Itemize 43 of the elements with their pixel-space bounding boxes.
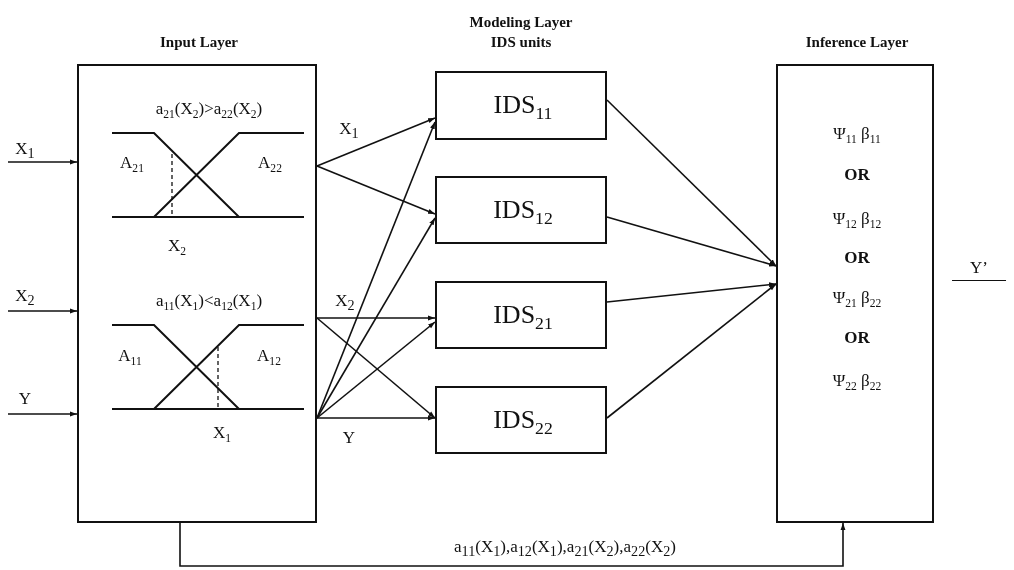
edge-label: a$_{11}$(X$_{1}$),a$_{12}$(X$_{1}$),a$_{21}$(X$_{2}$),a$_{22}$(X$_{2}$) bbox=[453, 537, 677, 559]
arrow bbox=[179, 522, 846, 567]
rule-term: Ψ$_{21}$ β$_{22}$ bbox=[832, 288, 882, 310]
box-label: IDS$_{22}$ bbox=[493, 406, 553, 438]
process-box bbox=[435, 386, 607, 454]
arrow bbox=[316, 315, 436, 321]
box-label: IDS$_{11}$ bbox=[493, 91, 553, 123]
arrow bbox=[606, 216, 777, 267]
arrow bbox=[606, 99, 777, 267]
layer-title: IDS units bbox=[490, 34, 552, 50]
process-box bbox=[435, 176, 607, 244]
layer-title: Modeling Layer bbox=[469, 14, 573, 30]
box-label: IDS$_{12}$ bbox=[493, 196, 553, 228]
layer-title: Inference Layer bbox=[805, 34, 909, 50]
arrow bbox=[7, 308, 78, 314]
rule-term: Ψ$_{11}$ β$_{11}$ bbox=[833, 124, 881, 146]
fuzzy-set-label: A$_{22}$ bbox=[258, 153, 282, 175]
arrow bbox=[7, 411, 78, 417]
arrow bbox=[316, 165, 436, 215]
arrow bbox=[316, 217, 436, 419]
layer-title: Input Layer bbox=[160, 34, 238, 50]
arrow bbox=[316, 117, 436, 167]
fuzzy-set-label: A$_{11}$ bbox=[118, 346, 142, 368]
rule-term: Ψ$_{12}$ β$_{12}$ bbox=[832, 209, 882, 231]
variable-label: X$_{1}$ bbox=[212, 423, 232, 445]
condition-label: a$_{21}$(X$_{2}$)>a$_{22}$(X$_{2}$) bbox=[155, 99, 263, 121]
arrow bbox=[606, 283, 777, 419]
arrow bbox=[316, 121, 436, 419]
variable-label: X$_{2}$ bbox=[167, 236, 187, 258]
arrow bbox=[316, 415, 436, 421]
fuzzy-set-label: A$_{21}$ bbox=[120, 153, 144, 175]
operator-label: OR bbox=[844, 328, 870, 346]
output-label: Y’ bbox=[952, 259, 1006, 281]
arrow bbox=[606, 282, 777, 303]
operator-label: OR bbox=[844, 165, 870, 183]
process-box bbox=[435, 71, 607, 140]
arrow bbox=[7, 159, 78, 165]
condition-label: a$_{11}$(X$_{1}$)<a$_{12}$(X$_{1}$) bbox=[155, 291, 263, 313]
rule-term: Ψ$_{22}$ β$_{22}$ bbox=[832, 371, 882, 393]
operator-label: OR bbox=[844, 248, 870, 266]
fuzzy-set-label: A$_{12}$ bbox=[257, 346, 281, 368]
box-label: IDS$_{21}$ bbox=[493, 301, 553, 333]
process-box bbox=[435, 281, 607, 349]
